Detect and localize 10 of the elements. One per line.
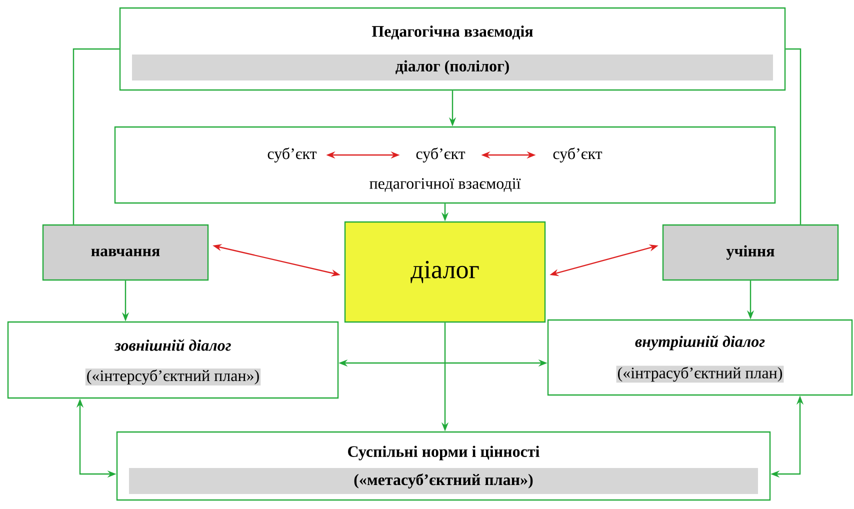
subject-label: суб’єкт bbox=[268, 148, 317, 162]
process-box: навчання bbox=[42, 224, 209, 281]
text-box: Педагогічна взаємодія діалог (полілог) bbox=[119, 7, 786, 91]
subject-label: суб’єкт bbox=[553, 148, 602, 162]
text-box: внутрішній діалог («інтрасуб’єктний план) bbox=[547, 319, 853, 396]
subject-label: суб’єкт bbox=[416, 148, 466, 162]
text-box: зовнішній діалог («інтерсуб’єктний план») bbox=[7, 321, 339, 399]
dialog-box: діалог bbox=[344, 221, 546, 323]
text-box: Суспільні норми і цінності («метасуб’єктний план») bbox=[116, 431, 771, 501]
process-box: учіння bbox=[662, 224, 839, 281]
